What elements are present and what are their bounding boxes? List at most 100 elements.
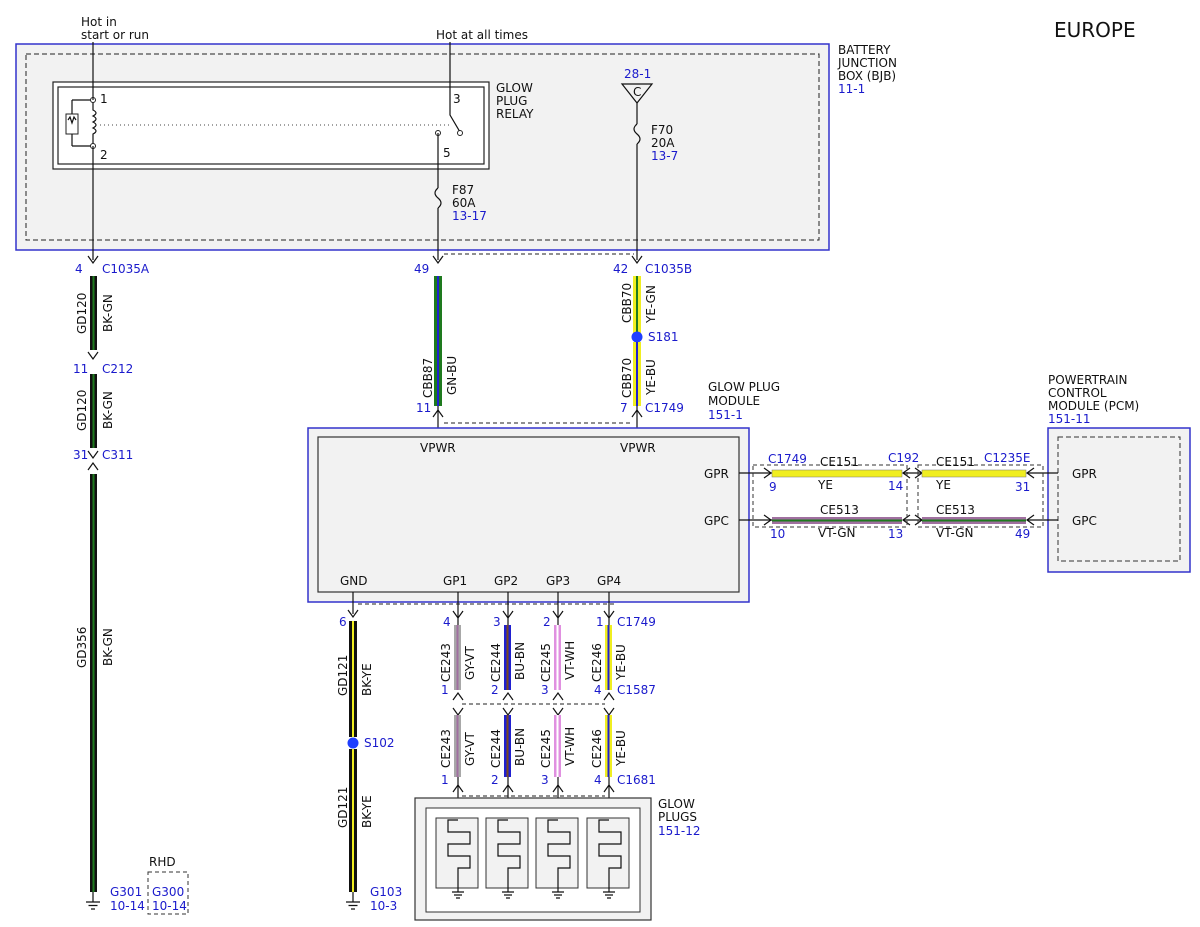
ce513-color-a: VT-GN	[818, 526, 855, 540]
glow-plug-1	[435, 817, 479, 899]
c1035a-pin: 4	[75, 262, 83, 276]
cbb70-circuit-2: CBB70	[620, 358, 634, 398]
gd356-color: BK-GN	[101, 628, 115, 666]
gp-mid-pin-4: 4	[594, 683, 602, 697]
c192-name: C192	[888, 451, 919, 465]
ce151-color-a: YE	[817, 478, 833, 492]
ce245-circuit-2: CE245	[539, 729, 553, 768]
f87-rating: 60A	[452, 196, 476, 210]
ce243-circuit-1: CE243	[439, 643, 453, 682]
relay-pin-1: 1	[100, 92, 108, 106]
s102-splice	[347, 737, 359, 749]
gp-mid-pin-3: 3	[541, 683, 549, 697]
f70-rating: 20A	[651, 136, 675, 150]
g300-ref: 10-14	[152, 899, 187, 913]
ce245-circuit-1: CE245	[539, 643, 553, 682]
relay-name-3: RELAY	[496, 107, 534, 121]
ce244-circuit-1: CE244	[489, 643, 503, 682]
ce513-circuit-b: CE513	[936, 503, 975, 517]
gp-top-pin-3: 3	[493, 615, 501, 629]
glow-plug-4	[586, 817, 630, 899]
ce151-pin-14: 14	[888, 479, 903, 493]
gpm-gp4: GP4	[597, 574, 621, 588]
g103-ref: 10-3	[370, 899, 397, 913]
gp-bottom-pin-3: 3	[541, 773, 549, 787]
bjb-name-2: JUNCTION	[837, 56, 897, 70]
relay-pin-3: 3	[453, 92, 461, 106]
gnd-pin-6: 6	[339, 615, 347, 629]
pcm-name-3: MODULE (PCM)	[1048, 399, 1139, 413]
gp-top-pin-1: 1	[596, 615, 604, 629]
ce151-color-b: YE	[935, 478, 951, 492]
gd356-circuit: GD356	[75, 627, 89, 668]
c1749-top-name: C1749	[645, 401, 684, 415]
g301-name: G301	[110, 885, 142, 899]
c311-pin: 31	[73, 448, 88, 462]
g300-name: G300	[152, 885, 184, 899]
relay-name-2: PLUG	[496, 94, 527, 108]
powertrain-control-module: POWERTRAIN CONTROL MODULE (PCM) 151-11 G…	[1047, 373, 1191, 573]
hot-in-run-label: Hot in	[81, 15, 117, 29]
bjb-ref: 11-1	[838, 82, 865, 96]
gp-top-pin-2: 2	[543, 615, 551, 629]
gd121-circuit-1: GD121	[336, 655, 350, 696]
glow-plug-module: GLOW PLUG MODULE 151-1 VPWR VPWR GPR GPC…	[307, 380, 780, 603]
gpm-gpc: GPC	[704, 514, 729, 528]
c1235e-name: C1235E	[984, 451, 1031, 465]
cbb70-circuit-1: CBB70	[620, 283, 634, 323]
glow-plugs-name-1: GLOW	[658, 797, 695, 811]
gpm-gpr: GPR	[704, 467, 729, 481]
relay-name-1: GLOW	[496, 81, 533, 95]
feed-letter: C	[633, 85, 641, 99]
gd121-color-2: BK-YE	[360, 795, 374, 828]
bjb-name-3: BOX (BJB)	[838, 69, 896, 83]
c1749-pin-11: 11	[416, 401, 431, 415]
gp-top-pin-4: 4	[443, 615, 451, 629]
vt-wh-color-2: VT-WH	[563, 727, 577, 766]
ye-bu-color-2: YE-BU	[614, 730, 628, 767]
c1587-name: C1587	[617, 683, 656, 697]
s181-splice	[631, 331, 643, 343]
c1035b-pin-42: 42	[613, 262, 628, 276]
c212-name: C212	[102, 362, 133, 376]
ce151-circuit-a: CE151	[820, 455, 859, 469]
s181-label: S181	[648, 330, 679, 344]
glow-plug-wires: 4 3 2 1 C1749 CE243 GY-VT CE244 BU-BN CE…	[439, 592, 656, 820]
s102-label: S102	[364, 736, 395, 750]
power-feeds: 49 42 C1035B CBB87 GN-BU 11 CBB70 YE-GN …	[414, 253, 692, 428]
cbb87-color: GN-BU	[445, 356, 459, 395]
region-label: EUROPE	[1054, 18, 1136, 42]
gd121-circuit-2: GD121	[336, 787, 350, 828]
gp-mid-pin-2: 2	[491, 683, 499, 697]
cbb87-circuit: CBB87	[421, 358, 435, 398]
pcm-gpr: GPR	[1072, 467, 1097, 481]
gpm-gp1: GP1	[443, 574, 467, 588]
f70-fuse: C 28-1 F70 20A 13-7	[620, 67, 678, 265]
c212-pin: 11	[73, 362, 88, 376]
pcm-name-1: POWERTRAIN	[1048, 373, 1128, 387]
gy-vt-color-2: GY-VT	[463, 732, 477, 766]
f70-name: F70	[651, 123, 673, 137]
glow-plug-3	[535, 817, 579, 899]
gpr-gpc-links: C1749 C192 C1235E CE151 YE 9 14 CE151 YE…	[739, 451, 1058, 541]
vt-wh-color-1: VT-WH	[563, 641, 577, 680]
gpm-name-1: GLOW PLUG	[708, 380, 780, 394]
start-or-run-label: start or run	[81, 28, 149, 42]
gpm-name-2: MODULE	[708, 394, 760, 408]
ce513-circuit-a: CE513	[820, 503, 859, 517]
ce151-pin-31: 31	[1015, 480, 1030, 494]
ce243-circuit-2: CE243	[439, 729, 453, 768]
gy-vt-color-1: GY-VT	[463, 646, 477, 680]
ce244-circuit-2: CE244	[489, 729, 503, 768]
glow-plugs-name-2: PLUGS	[658, 810, 697, 824]
cbb70-color-2: YE-BU	[644, 359, 658, 396]
glow-plugs: GLOW PLUGS 151-12	[414, 797, 701, 921]
ce246-circuit-2: CE246	[590, 729, 604, 768]
glow-plugs-ref: 151-12	[658, 824, 701, 838]
g301-ref: 10-14	[110, 899, 145, 913]
f87-ref: 13-17	[452, 209, 487, 223]
relay-pin-2: 2	[100, 148, 108, 162]
gpm-vpwr-2: VPWR	[620, 441, 656, 455]
pcm-name-2: CONTROL	[1048, 386, 1107, 400]
